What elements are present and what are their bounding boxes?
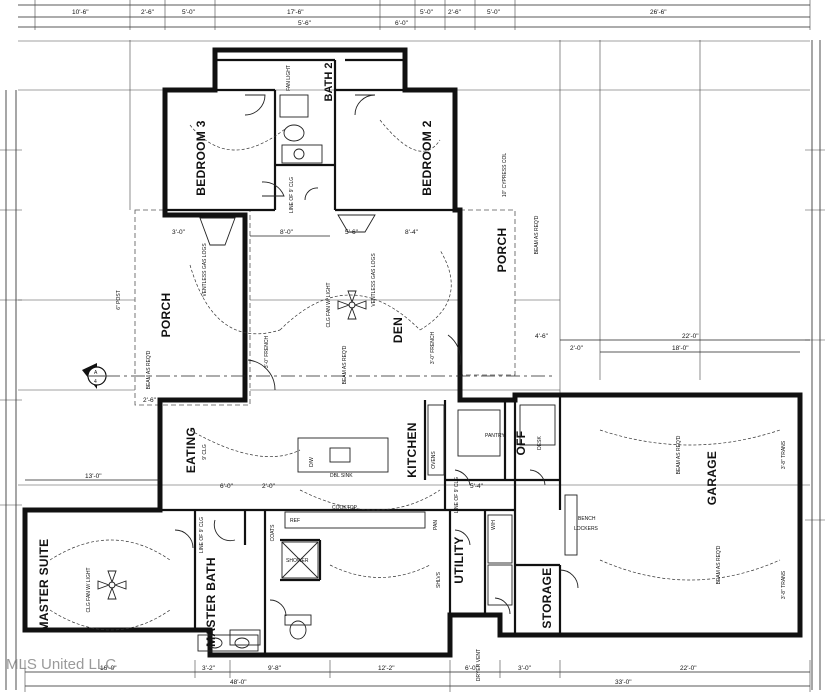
- interior-walls: [160, 58, 562, 655]
- note-beam-den: BEAM AS REQ'D: [342, 345, 348, 384]
- dim-mid-8: 5'-6": [345, 229, 359, 236]
- dim-bottom-3: 9'-8": [268, 665, 282, 672]
- note-clg-fan-master: CLG FAN W/ LIGHT: [86, 567, 92, 612]
- note-desk: DESK: [537, 436, 543, 450]
- room-label-porch-right: PORCH: [495, 228, 509, 273]
- dim-mid-7: 3'-0": [172, 229, 186, 236]
- room-label-off: OFF: [514, 431, 528, 456]
- electrical-circuits: [49, 119, 781, 631]
- door-swings: [174, 94, 579, 617]
- fixtures: [97, 94, 578, 652]
- dim-total-right: 33'-0": [615, 679, 632, 686]
- dim-mid-4: 4'-6": [535, 333, 549, 340]
- note-ventless-logs-1: VENTLESS GAS LOGS: [202, 243, 208, 297]
- room-label-master-bath: MASTER BATH: [204, 557, 218, 647]
- mid-dimension-strings: 13'-0" 22'-0" 18'-0" 4'-6" 2'-0" 8'-0" 3…: [25, 229, 810, 490]
- room-label-porch-left: PORCH: [159, 293, 173, 338]
- dim-top-7: 5'-0": [487, 9, 501, 16]
- dim-top-2: 2'-6": [141, 9, 155, 16]
- dim-total-left: 48'-0": [230, 679, 247, 686]
- dim-bottom-1: 16'-0": [100, 665, 117, 672]
- note-dishwasher: D/W: [309, 457, 315, 467]
- note-bench: BENCH: [578, 516, 596, 522]
- room-label-garage: GARAGE: [705, 451, 719, 505]
- dim-bottom-5: 6'-0": [465, 665, 479, 672]
- dim-mid-13: 5'-4": [470, 483, 484, 490]
- room-label-den: DEN: [391, 317, 405, 343]
- note-transom-1: 3'-8" TRANS: [781, 440, 787, 469]
- note-french-door-1: 3'-0" FRENCH: [264, 336, 270, 369]
- room-label-bedroom2: BEDROOM 2: [420, 120, 434, 195]
- note-cooktop: COOKTOP: [332, 505, 358, 511]
- note-shelves: SHLVS: [436, 571, 442, 588]
- dim-mid-10: 6'-0": [220, 483, 234, 490]
- watermark: MLS United LLC: [6, 656, 116, 673]
- porch-right-outline: [459, 209, 516, 376]
- dim-mid-11: 2'-0": [262, 483, 276, 490]
- room-label-eating: EATING: [184, 427, 198, 473]
- top-dimension-strings: 10'-6" 2'-6" 5'-0" 17'-6" 5'-0" 2'-6" 5'…: [18, 0, 811, 30]
- section-sheet: 4: [94, 379, 97, 385]
- note-ref: REF: [290, 518, 300, 524]
- plan-notes: VENTLESS GAS LOGS VENTLESS GAS LOGS CLG …: [86, 65, 787, 681]
- dim-mid-9: 8'-4": [405, 229, 419, 236]
- dim-bottom-4: 12'-2": [378, 665, 395, 672]
- note-shower: SHOWER: [286, 558, 309, 564]
- dim-top-9: 5'-6": [298, 20, 312, 27]
- dim-mid-5: 2'-0": [570, 345, 584, 352]
- note-line-of-clg-2: LINE OF 9' CLG: [454, 477, 460, 513]
- dim-mid-12: 2'-6": [143, 397, 157, 404]
- dim-bottom-2: 3'-2": [202, 665, 216, 672]
- note-coats: COATS: [270, 524, 276, 542]
- side-dimension-strings: [0, 40, 825, 690]
- note-clg-fan-den: CLG FAN W/ LIGHT: [326, 282, 332, 327]
- room-label-bedroom3: BEDROOM 3: [194, 120, 208, 195]
- note-9ft-clg: 9' CLG: [202, 444, 208, 460]
- section-letter: A: [94, 370, 98, 376]
- dim-mid-3: 18'-0": [672, 345, 689, 352]
- room-label-kitchen: KITCHEN: [405, 422, 419, 477]
- note-transom-2: 3'-8" TRANS: [781, 570, 787, 599]
- note-beam-porch-left: BEAM AS REQ'D: [146, 350, 152, 389]
- dim-mid-2: 22'-0": [682, 333, 699, 340]
- note-line-of-clg-1: LINE OF 9' CLG: [289, 177, 295, 213]
- note-pantry: PANTRY: [485, 433, 505, 439]
- note-lockers: LOCKERS: [574, 526, 599, 532]
- dim-top-1: 10'-6": [72, 9, 89, 16]
- dim-bottom-7: 22'-0": [680, 665, 697, 672]
- note-pan: PAN: [433, 520, 439, 530]
- room-label-storage: STORAGE: [540, 567, 554, 628]
- note-line-of-clg-3: LINE OF 9' CLG: [199, 517, 205, 553]
- note-post: 6" POST: [116, 290, 122, 310]
- dim-top-10: 6'-0": [395, 20, 409, 27]
- note-french-door-2: 3'-0" FRENCH: [430, 332, 436, 365]
- dim-top-3: 5'-0": [182, 9, 196, 16]
- dim-mid-6: 8'-0": [280, 229, 294, 236]
- note-cypress-col: 10" CYPRESS COL: [502, 153, 508, 198]
- note-beam-garage-1: BEAM AS REQ'D: [676, 435, 682, 474]
- dim-mid-1: 13'-0": [85, 473, 102, 480]
- section-marker: A 4: [82, 363, 555, 389]
- note-ventless-logs-2: VENTLESS GAS LOGS: [371, 253, 377, 307]
- note-dbl-sink: DBL SINK: [330, 473, 353, 479]
- dim-bottom-6: 3'-0": [518, 665, 532, 672]
- bottom-dimension-strings: 16'-0" 3'-2" 9'-8" 12'-2" 6'-0" 3'-0" 22…: [24, 660, 811, 692]
- room-label-utility: UTILITY: [452, 536, 466, 583]
- note-fan-light: FAN LIGHT: [286, 65, 292, 91]
- dim-top-6: 2'-6": [448, 9, 462, 16]
- dim-top-5: 5'-0": [420, 9, 434, 16]
- room-label-master-suite: MASTER SUITE: [37, 539, 51, 632]
- note-dryer-vent: DRYER VENT: [476, 649, 482, 681]
- note-beam-porch-right: BEAM AS REQ'D: [534, 215, 540, 254]
- note-ovens: OVENS: [431, 451, 437, 469]
- note-water-heater: W/H: [491, 520, 497, 530]
- note-beam-garage-2: BEAM AS REQ'D: [716, 545, 722, 584]
- dim-top-8: 26'-6": [650, 9, 667, 16]
- room-label-bath2: BATH 2: [323, 63, 335, 102]
- dim-top-4: 17'-6": [287, 9, 304, 16]
